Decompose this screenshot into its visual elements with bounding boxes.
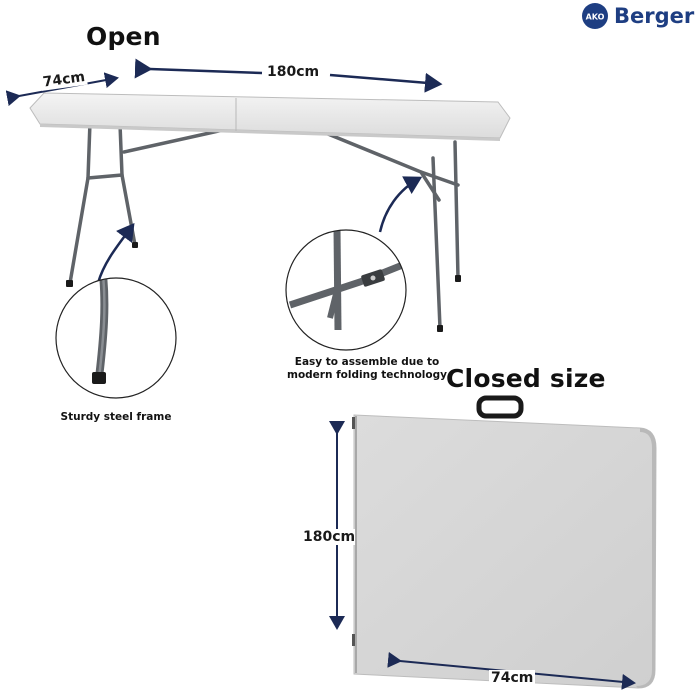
carry-handle	[476, 395, 524, 419]
brand-name: Berger	[614, 4, 695, 28]
length-arrow-right	[329, 72, 443, 93]
frame-callout-arrow	[96, 223, 135, 284]
folding-caption-line1: Easy to assemble due to	[294, 356, 440, 368]
hinge-callout-arrow	[378, 176, 423, 233]
open-table-frame	[68, 120, 460, 330]
brand-logo: AKO Berger	[581, 1, 694, 31]
closed-height-label: 180cm	[303, 529, 356, 545]
length-arrow-left	[134, 58, 263, 79]
folding-caption-line2: modern folding technology	[287, 369, 447, 382]
open-tabletop	[29, 92, 511, 141]
closed-width-label: 74cm	[489, 670, 536, 686]
closed-table	[352, 395, 657, 689]
open-length-label: 180cm	[267, 64, 320, 80]
brand-badge-icon: AKO	[582, 3, 608, 29]
open-table-feet	[66, 242, 461, 332]
hinge-detail-circle	[285, 229, 407, 351]
frame-caption: Sturdy steel frame	[60, 411, 172, 423]
closed-title: Closed size	[446, 364, 606, 393]
svg-text:AKO: AKO	[586, 13, 605, 22]
folding-caption: Easy to assemble due to modern folding t…	[282, 356, 452, 382]
open-title: Open	[86, 22, 161, 51]
frame-detail-circle	[55, 277, 177, 399]
